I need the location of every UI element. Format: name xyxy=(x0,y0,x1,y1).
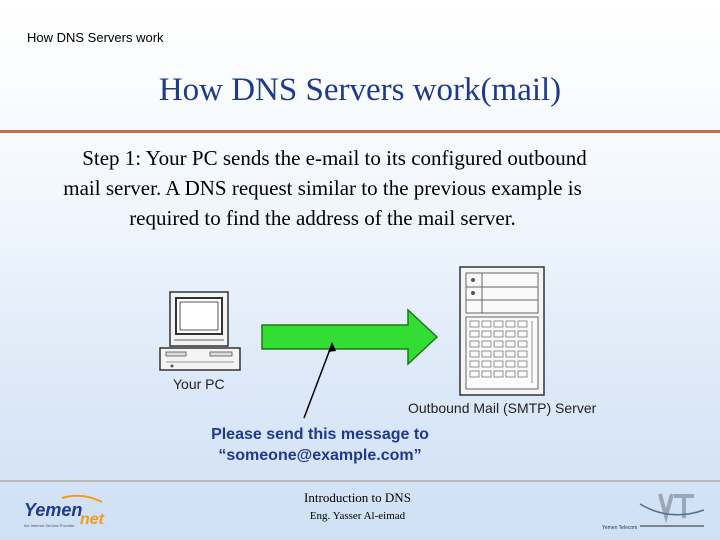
svg-text:Yemen: Yemen xyxy=(24,500,82,520)
yemen-telecom-logo: Yemen Telecom xyxy=(602,493,705,531)
svg-text:Yemen Telecom: Yemen Telecom xyxy=(602,525,637,531)
server-label: Outbound Mail (SMTP) Server xyxy=(408,400,597,416)
arrow-right-icon xyxy=(261,308,439,366)
svg-text:net: net xyxy=(80,511,105,528)
footer-author: Eng. Yasser Al-eimad xyxy=(309,510,406,522)
yemennet-logo: Yemen net the Internet Service Provider xyxy=(24,494,105,528)
title-divider xyxy=(0,130,720,133)
footer-divider xyxy=(0,480,720,482)
message-text: Please send this message to “someone@exa… xyxy=(211,426,429,464)
body-text: Step 1: Your PC sends the e-mail to its … xyxy=(63,146,587,230)
header-title: How DNS Servers work xyxy=(27,30,164,45)
footer-title: Introduction to DNS xyxy=(304,490,411,505)
svg-text:the Internet Service Provider: the Internet Service Provider xyxy=(24,523,75,528)
computer-icon xyxy=(159,291,241,371)
slide-title-text: How DNS Servers work(mail) xyxy=(158,72,562,108)
callout-line xyxy=(303,342,336,419)
slide-title: How DNS Servers work(mail) xyxy=(0,72,720,109)
server-icon xyxy=(459,266,545,396)
slide-body: Step 1: Your PC sends the e-mail to its … xyxy=(50,143,595,233)
pc-label: Your PC xyxy=(173,376,225,392)
